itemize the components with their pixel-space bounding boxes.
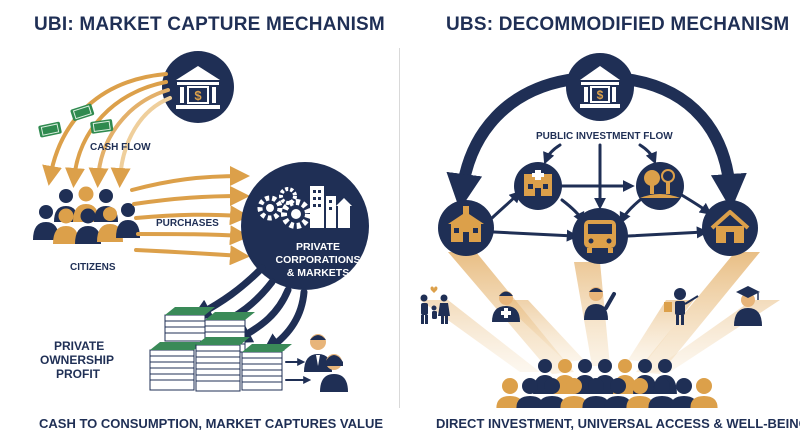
ubi-title: UBI: MARKET CAPTURE MECHANISM	[34, 14, 385, 35]
svg-text:$: $	[194, 88, 202, 103]
crowd-person-head	[638, 359, 652, 373]
executive-icon	[304, 334, 348, 392]
svg-text:$: $	[597, 88, 604, 102]
teacher-icon	[664, 288, 699, 325]
people-crowd-icon	[496, 359, 718, 408]
crowd-person-body	[648, 396, 676, 408]
crowd-person-head	[578, 359, 592, 373]
panel-divider	[399, 48, 400, 408]
crowd-person-head	[654, 378, 670, 394]
ubi-bank-node: $	[162, 51, 234, 123]
service-node-school	[438, 200, 494, 256]
crowd-person-head	[618, 359, 632, 373]
ubs-panel: $ PUBLIC INVESTMENT FLOW	[420, 53, 780, 408]
crowd-person-head	[658, 359, 672, 373]
crowd-person-head	[610, 378, 626, 394]
money-bill-icon	[38, 103, 114, 138]
park-tree-icon	[640, 169, 680, 198]
crowd-person-head	[598, 359, 612, 373]
public-investment-arcs	[446, 74, 747, 210]
crowd-person-body	[604, 396, 632, 408]
profit-arrows	[285, 358, 312, 384]
crowd-person-head	[522, 378, 538, 394]
service-node-house	[702, 200, 758, 256]
crowd-person-body	[538, 396, 566, 408]
ubs-caption: DIRECT INVESTMENT, UNIVERSAL ACCESS & WE…	[436, 416, 800, 431]
buildings-icon	[310, 186, 352, 228]
public-investment-flow-label: PUBLIC INVESTMENT FLOW	[536, 131, 673, 142]
crowd-person-head	[502, 378, 518, 394]
crowd-person-head	[544, 378, 560, 394]
bank-icon: $	[176, 66, 220, 109]
profit-label-2: OWNERSHIP	[40, 353, 114, 367]
crowd-person-body	[560, 396, 588, 408]
bus-icon	[584, 220, 616, 253]
corporations-label-2: CORPORATIONS	[276, 254, 361, 266]
people-crowd-icon	[33, 186, 140, 244]
service-node-hospital	[514, 162, 562, 210]
crowd-person-head	[538, 359, 552, 373]
worker-icon	[584, 287, 616, 320]
ubi-panel: $	[33, 51, 369, 392]
graduate-icon	[734, 286, 762, 326]
cash-flow-label: CASH FLOW	[90, 142, 151, 153]
crowd-person-body	[582, 396, 610, 408]
ubs-title: UBS: DECOMMODIFIED MECHANISM	[446, 14, 790, 35]
crowd-person-head	[566, 378, 582, 394]
school-icon	[448, 206, 484, 242]
house-icon	[710, 210, 750, 243]
crowd-person-body	[516, 396, 544, 408]
corporations-node: PRIVATE CORPORATIONS & MARKETS	[241, 162, 369, 290]
service-node-park	[636, 162, 684, 210]
ubs-bank-node: $	[566, 53, 634, 121]
purchases-label: PURCHASES	[156, 218, 219, 229]
profit-label-3: PROFIT	[56, 367, 101, 381]
crowd-person-head	[632, 378, 648, 394]
ubi-caption: CASH TO CONSUMPTION, MARKET CAPTURES VAL…	[39, 416, 384, 431]
crowd-person-head	[558, 359, 572, 373]
profit-label-1: PRIVATE	[54, 339, 104, 353]
bank-icon: $	[580, 66, 620, 108]
gears-icon	[257, 187, 311, 229]
family-icon	[420, 286, 450, 324]
citizens-label: CITIZENS	[70, 262, 116, 273]
corporations-label-3: & MARKETS	[287, 267, 349, 279]
crowd-person-head	[676, 378, 692, 394]
doctor-icon	[492, 291, 520, 322]
service-node-bus	[572, 208, 628, 264]
corporations-label-1: PRIVATE	[296, 241, 340, 253]
crowd-person-body	[690, 396, 718, 408]
crowd-person-body	[626, 396, 654, 408]
bank-distribution-arrows	[543, 143, 657, 210]
crowd-person-head	[588, 378, 604, 394]
purchases-arrows	[130, 166, 250, 266]
money-stacks	[149, 307, 292, 392]
crowd-person-head	[696, 378, 712, 394]
hospital-icon	[524, 170, 552, 196]
